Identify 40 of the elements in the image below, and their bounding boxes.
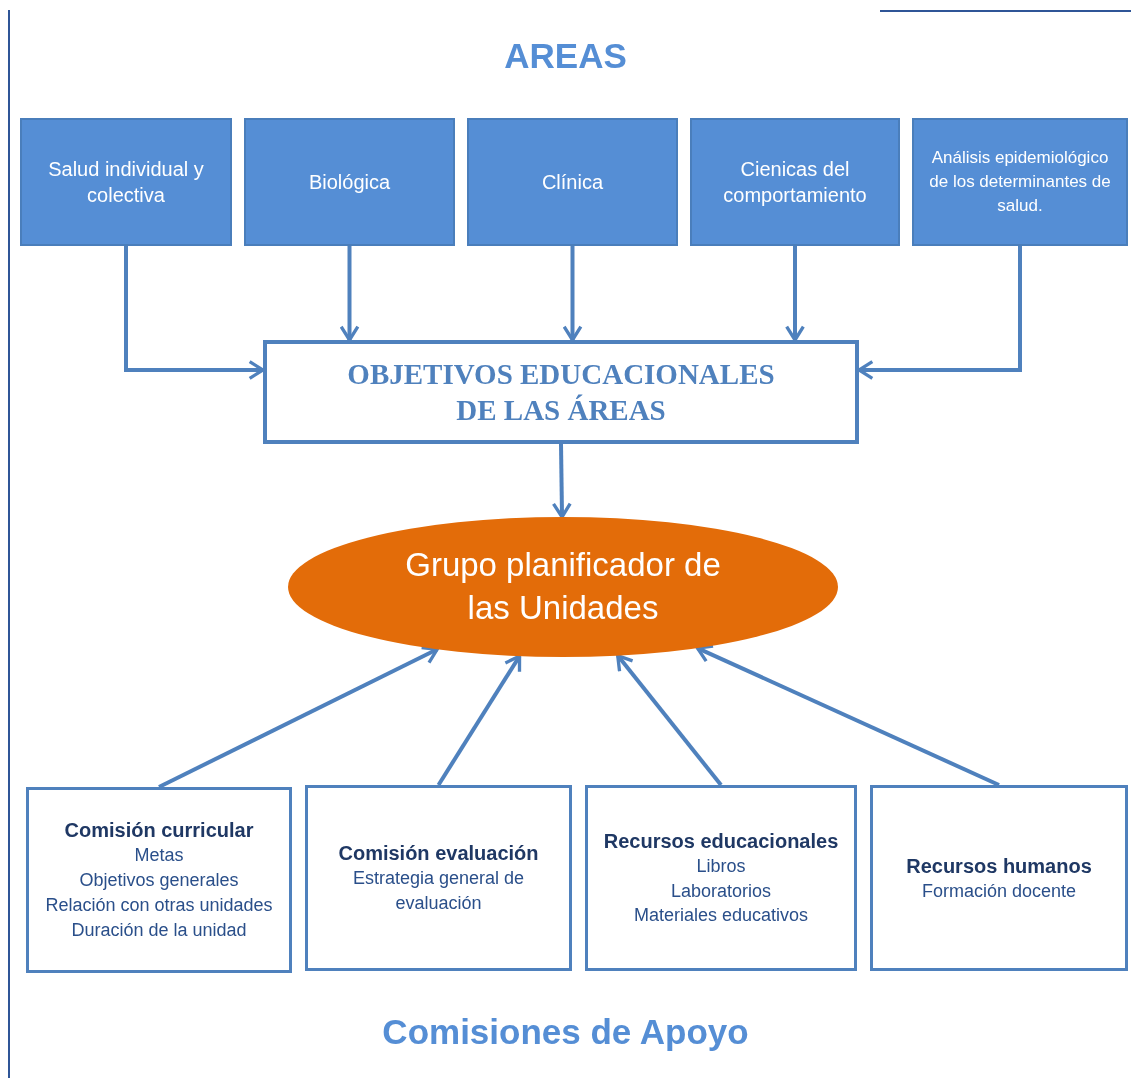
box-text: Análisis epidemiológico de los determinantes de salud.: [928, 147, 1112, 217]
box-text: Duración de la unidad: [71, 918, 247, 942]
box-text: Grupo planificador de las Unidades: [404, 545, 722, 628]
box-text: Formación docente: [921, 879, 1077, 903]
arrow: [158, 646, 439, 789]
arrow: [124, 246, 265, 380]
support-box: [305, 785, 572, 971]
box-text: Clínica: [541, 170, 604, 195]
objectives-box: [263, 340, 859, 444]
arrow: [339, 246, 360, 342]
box-text: Materiales educativos: [633, 904, 809, 928]
area-box: [467, 118, 678, 246]
area-box: [244, 118, 455, 246]
area-box: [20, 118, 232, 246]
box-text: Biológica: [308, 170, 391, 195]
box-heading: Comisión curricular: [64, 818, 254, 844]
support-box: [870, 785, 1128, 971]
box-text: OBJETIVOS EDUCACIONALES DE LAS ÁREAS: [346, 356, 776, 428]
box-heading: Recursos humanos: [906, 853, 1092, 879]
box-heading: Recursos educacionales: [603, 828, 839, 854]
box-text: Objetivos generales: [79, 869, 239, 893]
box-text: Laboratorios: [670, 879, 772, 903]
arrow: [436, 654, 522, 787]
box-text: Metas: [134, 844, 184, 868]
box-text: Libros: [696, 854, 746, 878]
arrow: [562, 246, 583, 342]
title: AREAS: [504, 36, 627, 75]
box-text: Relación con otras unidades: [45, 894, 273, 917]
box-text: Cienicas del comportamiento: [722, 157, 868, 208]
area-box: [912, 118, 1128, 246]
arrow: [785, 246, 805, 342]
box-text: Salud individual y colectiva: [47, 157, 205, 208]
area-box: [690, 118, 900, 246]
box-heading: Comisión evaluación: [338, 841, 539, 867]
support-box: [585, 785, 857, 971]
arrow: [551, 443, 572, 519]
box-text: Estrategia general de evaluación: [351, 867, 526, 915]
caption: Comisiones de Apoyo: [382, 1012, 749, 1051]
support-box: [26, 787, 292, 973]
arrow: [695, 644, 1000, 787]
